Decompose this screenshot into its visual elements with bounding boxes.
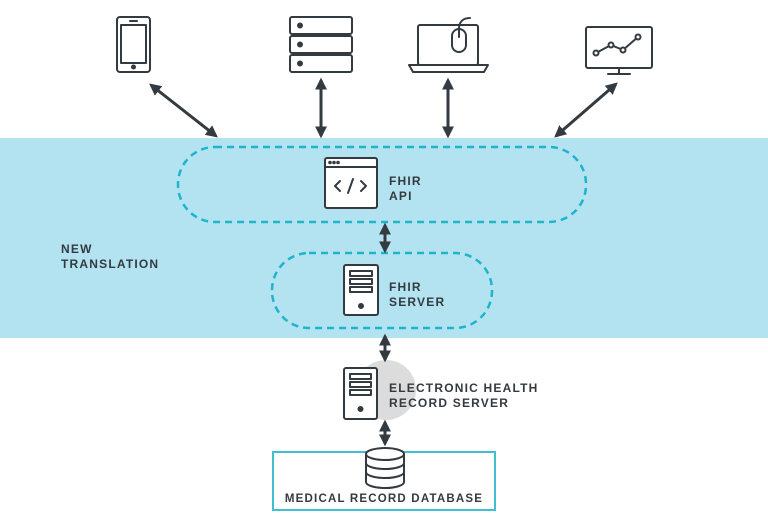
ehr-server-label: ELECTRONIC HEALTH RECORD SERVER: [389, 381, 539, 411]
code-window-icon: [324, 157, 378, 209]
fhir-api-line1: FHIR: [389, 174, 422, 188]
fhir-api-label: FHIR API: [389, 174, 422, 204]
fhir-server-label: FHIR SERVER: [389, 280, 445, 310]
server-rack-icon: [289, 16, 353, 73]
zone-label-line1: NEW: [61, 242, 93, 256]
database-label: MEDICAL RECORD DATABASE: [284, 493, 484, 505]
database-icon: [365, 447, 405, 489]
laptop-mouse-icon: [408, 17, 489, 73]
ehr-server-icon: [343, 367, 378, 420]
fhir-server-line2: SERVER: [389, 295, 446, 309]
fhir-server-line1: FHIR: [389, 280, 422, 294]
fhir-api-group: [176, 145, 588, 224]
fhir-api-line2: API: [389, 189, 413, 203]
zone-label-line2: TRANSLATION: [61, 257, 160, 271]
arrow-phone-api: [149, 83, 218, 138]
monitor-chart-icon: [585, 26, 653, 75]
server-tower-icon: [343, 264, 379, 316]
smartphone-icon: [116, 16, 151, 73]
translation-zone-label: NEW TRANSLATION: [61, 242, 159, 272]
ehr-server-line1: ELECTRONIC HEALTH: [389, 381, 539, 395]
arrow-monitor-api: [554, 82, 618, 138]
ehr-server-line2: RECORD SERVER: [389, 396, 510, 410]
fhir-server-group: [270, 251, 494, 330]
